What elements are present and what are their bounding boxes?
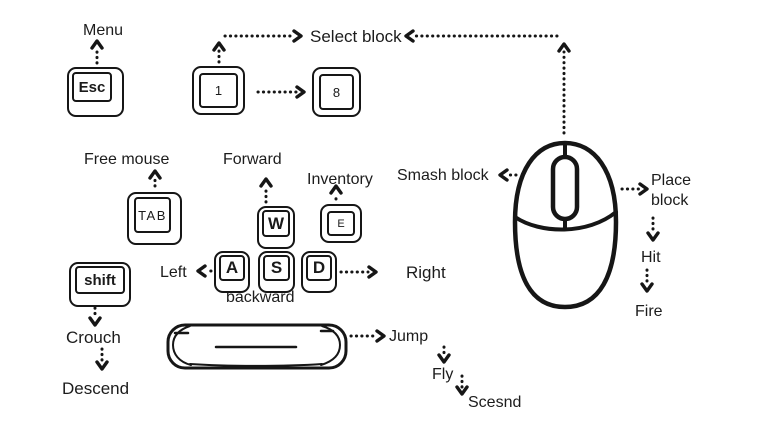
arrow-w-to-forward bbox=[259, 177, 273, 204]
mouse-graphic bbox=[512, 140, 619, 310]
spacebar-key bbox=[166, 323, 348, 370]
arrow-jump-to-fly bbox=[437, 345, 451, 364]
arrow-space-to-jump bbox=[349, 329, 386, 343]
w-key-label: W bbox=[262, 210, 290, 237]
forward-label: Forward bbox=[223, 151, 282, 168]
d-key-label: D bbox=[306, 255, 332, 281]
fly-label: Fly bbox=[432, 366, 454, 383]
arrow-one-to-select-block-horizontal bbox=[223, 29, 303, 43]
arrow-one-to-eight bbox=[256, 85, 306, 99]
crouch-label: Crouch bbox=[66, 328, 121, 347]
arrow-hit-to-fire bbox=[640, 268, 654, 293]
hotbar-key-1-label: 1 bbox=[199, 73, 238, 108]
free-mouse-label: Free mouse bbox=[84, 151, 170, 168]
scesnd-label: Scesnd bbox=[468, 394, 522, 411]
arrow-fly-to-scesnd bbox=[455, 374, 469, 396]
a-key: A bbox=[214, 251, 250, 293]
smash-block-label: Smash block bbox=[397, 167, 489, 184]
esc-key-label: Esc bbox=[72, 72, 112, 102]
hotbar-key-8: 8 bbox=[312, 67, 361, 117]
right-label: Right bbox=[406, 263, 446, 282]
jump-label: Jump bbox=[389, 328, 429, 345]
e-key: E bbox=[320, 204, 362, 243]
tab-key: TAB bbox=[127, 192, 182, 245]
arrow-crouch-to-descend bbox=[95, 347, 109, 371]
hit-label: Hit bbox=[641, 249, 661, 266]
e-key-label: E bbox=[327, 211, 355, 236]
hotbar-key-8-label: 8 bbox=[319, 74, 354, 110]
backward-label: backward bbox=[226, 289, 295, 306]
hotbar-key-1: 1 bbox=[192, 66, 245, 115]
esc-key: Esc bbox=[67, 67, 124, 117]
arrow-mouse-to-smash-block bbox=[498, 168, 518, 182]
d-key: D bbox=[301, 251, 337, 293]
w-key: W bbox=[257, 206, 295, 249]
left-label: Left bbox=[160, 264, 187, 281]
arrow-wheel-to-select-block-horizontal bbox=[404, 29, 559, 43]
arrow-esc-to-menu bbox=[90, 39, 104, 65]
place-block-label: Place block bbox=[651, 172, 692, 209]
arrow-tab-to-free-mouse bbox=[148, 169, 162, 188]
descend-label: Descend bbox=[62, 379, 130, 398]
a-key-label: A bbox=[219, 255, 245, 281]
arrow-one-to-select-block-vertical bbox=[212, 41, 226, 64]
arrow-wheel-to-select-block-vertical bbox=[557, 42, 571, 135]
inventory-label: Inventory bbox=[307, 171, 373, 188]
s-key-label: S bbox=[263, 255, 290, 281]
shift-key: shift bbox=[69, 262, 131, 307]
shift-key-label: shift bbox=[75, 266, 125, 294]
fire-label: Fire bbox=[635, 303, 663, 320]
arrow-place-block-to-hit bbox=[646, 216, 660, 242]
arrow-d-to-right bbox=[339, 265, 378, 279]
s-key: S bbox=[258, 251, 295, 293]
arrow-shift-to-crouch bbox=[88, 306, 102, 327]
menu-label: Menu bbox=[83, 22, 124, 39]
select-block-label: Select block bbox=[310, 27, 402, 46]
tab-key-label: TAB bbox=[134, 197, 171, 233]
scroll-wheel-icon bbox=[550, 154, 580, 222]
arrow-mouse-to-place-block bbox=[620, 182, 649, 196]
arrow-a-to-left bbox=[196, 264, 213, 278]
arrow-e-to-inventory bbox=[329, 184, 343, 201]
